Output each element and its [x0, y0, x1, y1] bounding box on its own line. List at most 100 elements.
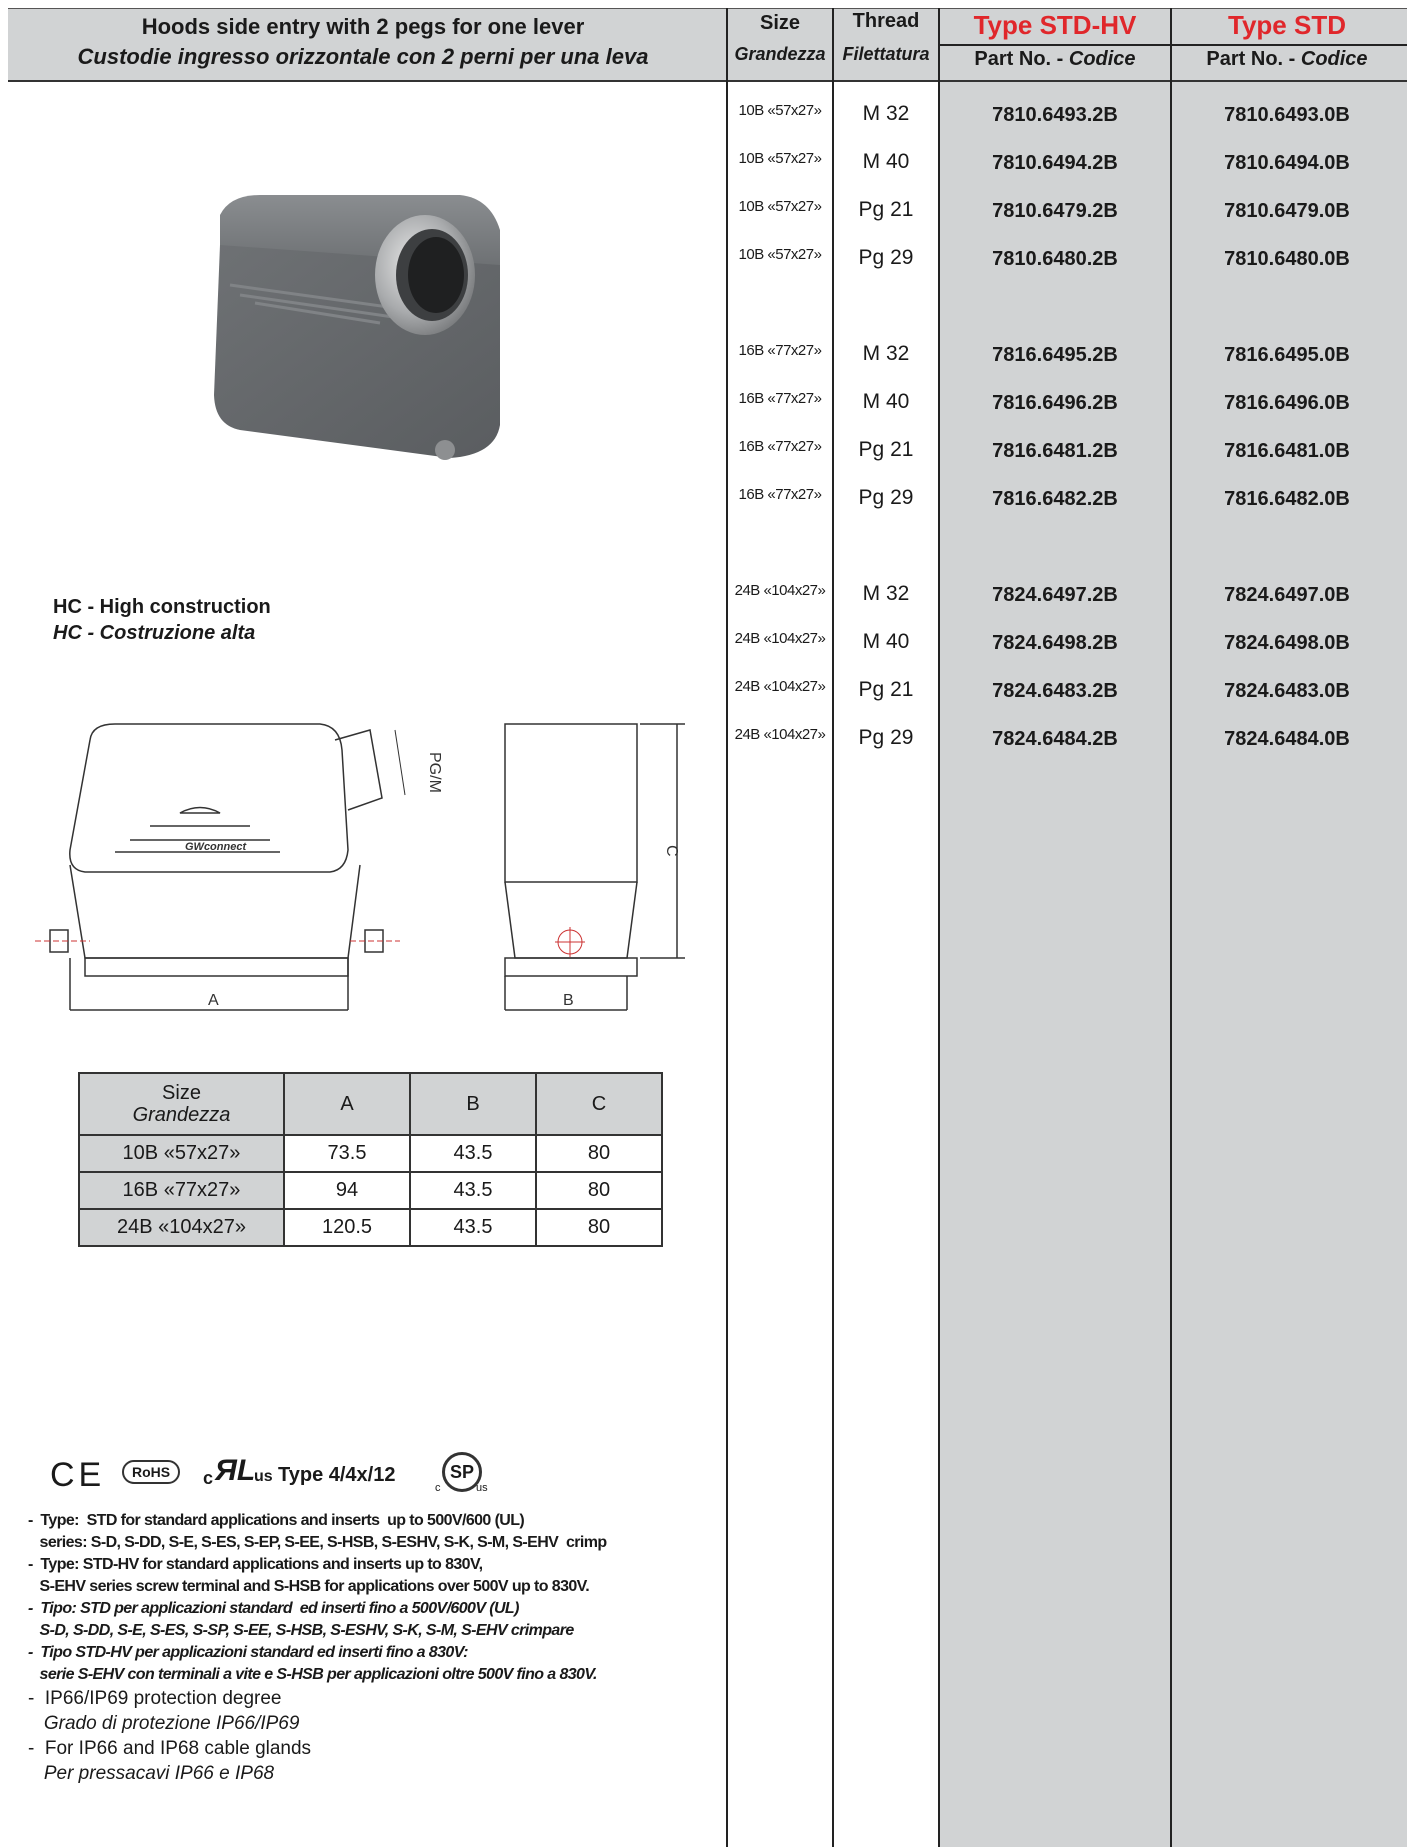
certification-marks: CE RoHS c ЯL us Type 4/4x/12 SP c us: [50, 1450, 500, 1500]
dim-a: 120.5: [283, 1208, 411, 1247]
row-part-std: 7810.6494.0B: [1224, 152, 1350, 174]
row-size: 10B «57x27»: [738, 246, 822, 263]
dim-size: 24B «104x27»: [78, 1208, 285, 1247]
csa-us-mark: us: [476, 1482, 488, 1494]
dim-header-c: C: [535, 1072, 663, 1136]
row-part-std-hv: 7810.6479.2B: [992, 200, 1118, 222]
table-row: 16B «77x27» 94 43.5 80: [78, 1171, 663, 1210]
row-part-std-hv: 7824.6484.2B: [992, 728, 1118, 750]
dim-c: 80: [535, 1134, 663, 1173]
dim-a: 94: [283, 1171, 411, 1210]
column-rule: [832, 8, 834, 1847]
row-part-std-hv: 7824.6498.2B: [992, 632, 1118, 654]
pgm-label: PG/M: [426, 752, 443, 793]
note-line: Per pressacavi IP66 e IP68: [28, 1763, 275, 1784]
row-part-std-hv: 7816.6482.2B: [992, 488, 1118, 510]
row-thread: Pg 29: [858, 726, 914, 749]
dim-size-label: Size: [162, 1082, 201, 1104]
row-thread: Pg 29: [858, 246, 914, 269]
note-line: S-EHV series screw terminal and S-HSB fo…: [28, 1578, 590, 1595]
row-thread: Pg 29: [858, 486, 914, 509]
row-size: 16B «77x27»: [738, 342, 822, 359]
note-line: series: S-D, S-DD, S-E, S-ES, S-EP, S-EE…: [28, 1534, 608, 1551]
dim-a: 73.5: [283, 1134, 411, 1173]
table-row: 10B «57x27» 73.5 43.5 80: [78, 1134, 663, 1173]
thread-header-it: Filettatura: [842, 44, 930, 64]
row-thread: Pg 21: [858, 678, 914, 701]
ce-mark: CE: [50, 1456, 106, 1494]
part-no-hv-header: Part No. - Codice: [940, 48, 1170, 71]
ul-type-label: Type 4/4x/12: [278, 1464, 396, 1486]
dim-header-a: A: [283, 1072, 411, 1136]
row-part-std-hv: 7816.6496.2B: [992, 392, 1118, 414]
row-part-std: 7816.6482.0B: [1224, 488, 1350, 510]
table-row: 24B «104x27» 120.5 43.5 80: [78, 1208, 663, 1247]
size-header-it: Grandezza: [734, 44, 826, 64]
dim-size-label-it: Grandezza: [132, 1104, 231, 1126]
row-thread: M 32: [862, 582, 910, 605]
notes: - Type: STD for standard applications an…: [28, 1510, 698, 1786]
dim-b-label: B: [563, 992, 574, 1009]
csa-mark: SP: [449, 1462, 474, 1482]
row-part-std: 7824.6484.0B: [1224, 728, 1350, 750]
thread-header: Thread: [852, 10, 920, 32]
header-subdivider: [940, 44, 1407, 46]
row-thread: M 40: [862, 150, 910, 173]
codice-label: Codice: [1300, 48, 1368, 70]
std-hv-column-bg: [940, 8, 1171, 1847]
row-part-std-hv: 7810.6494.2B: [992, 152, 1118, 174]
row-size: 24B «104x27»: [734, 582, 826, 599]
type-std-hv-header: Type STD-HV: [973, 10, 1137, 40]
dim-c: 80: [535, 1171, 663, 1210]
side-view-drawing: B C: [504, 723, 685, 1011]
row-size: 16B «77x27»: [738, 486, 822, 503]
std-column-bg: [1172, 8, 1407, 1847]
row-part-std-hv: 7816.6481.2B: [992, 440, 1118, 462]
row-size: 16B «77x27»: [738, 390, 822, 407]
row-part-std-hv: 7810.6480.2B: [992, 248, 1118, 270]
note-line: - IP66/IP69 protection degree: [28, 1688, 282, 1709]
row-size: 24B «104x27»: [734, 630, 826, 647]
row-part-std-hv: 7824.6497.2B: [992, 584, 1118, 606]
note-line: - Type: STD-HV for standard applications…: [28, 1556, 483, 1573]
front-view-drawing: GWconnect A PG/M: [35, 723, 443, 1011]
row-thread: M 40: [862, 630, 910, 653]
row-thread: M 40: [862, 390, 910, 413]
row-part-std: 7824.6483.0B: [1224, 680, 1350, 702]
ul-icon: ЯL: [215, 1454, 256, 1487]
dim-c: 80: [535, 1208, 663, 1247]
type-std-header: Type STD: [1228, 10, 1346, 40]
row-thread: M 32: [862, 342, 910, 365]
hood-photo: [214, 195, 500, 460]
construction-en: HC - High construction: [53, 596, 271, 618]
dim-a-label: A: [208, 992, 219, 1009]
row-part-std: 7824.6497.0B: [1224, 584, 1350, 606]
ul-c-mark: c: [203, 1468, 214, 1488]
row-thread: Pg 21: [858, 438, 914, 461]
row-part-std: 7810.6479.0B: [1224, 200, 1350, 222]
note-line: - Type: STD for standard applications an…: [28, 1512, 525, 1529]
row-thread: Pg 21: [858, 198, 914, 221]
rohs-mark: RoHS: [122, 1460, 181, 1484]
note-line: - Tipo STD-HV per applicazioni standard …: [28, 1644, 469, 1661]
title-en: Hoods side entry with 2 pegs for one lev…: [141, 14, 585, 39]
note-line: - Tipo: STD per applicazioni standard ed…: [28, 1600, 519, 1617]
dim-c-label: C: [663, 845, 680, 857]
dim-header-b: B: [409, 1072, 537, 1136]
dim-b: 43.5: [409, 1208, 537, 1247]
note-line: - For IP66 and IP68 cable glands: [28, 1738, 312, 1759]
csa-c-mark: c: [435, 1482, 441, 1494]
note-line: Grado di protezione IP66/IP69: [28, 1713, 300, 1734]
part-no-std-header: Part No. - Codice: [1172, 48, 1402, 71]
column-rule: [938, 8, 940, 1847]
note-line: S-D, S-DD, S-E, S-ES, S-SP, S-EE, S-HSB,…: [28, 1622, 575, 1639]
row-part-std: 7824.6498.0B: [1224, 632, 1350, 654]
row-size: 10B «57x27»: [738, 198, 822, 215]
ul-us-mark: us: [254, 1468, 273, 1485]
row-size: 24B «104x27»: [734, 678, 826, 695]
column-rule: [1170, 8, 1172, 1847]
row-part-std-hv: 7816.6495.2B: [992, 344, 1118, 366]
